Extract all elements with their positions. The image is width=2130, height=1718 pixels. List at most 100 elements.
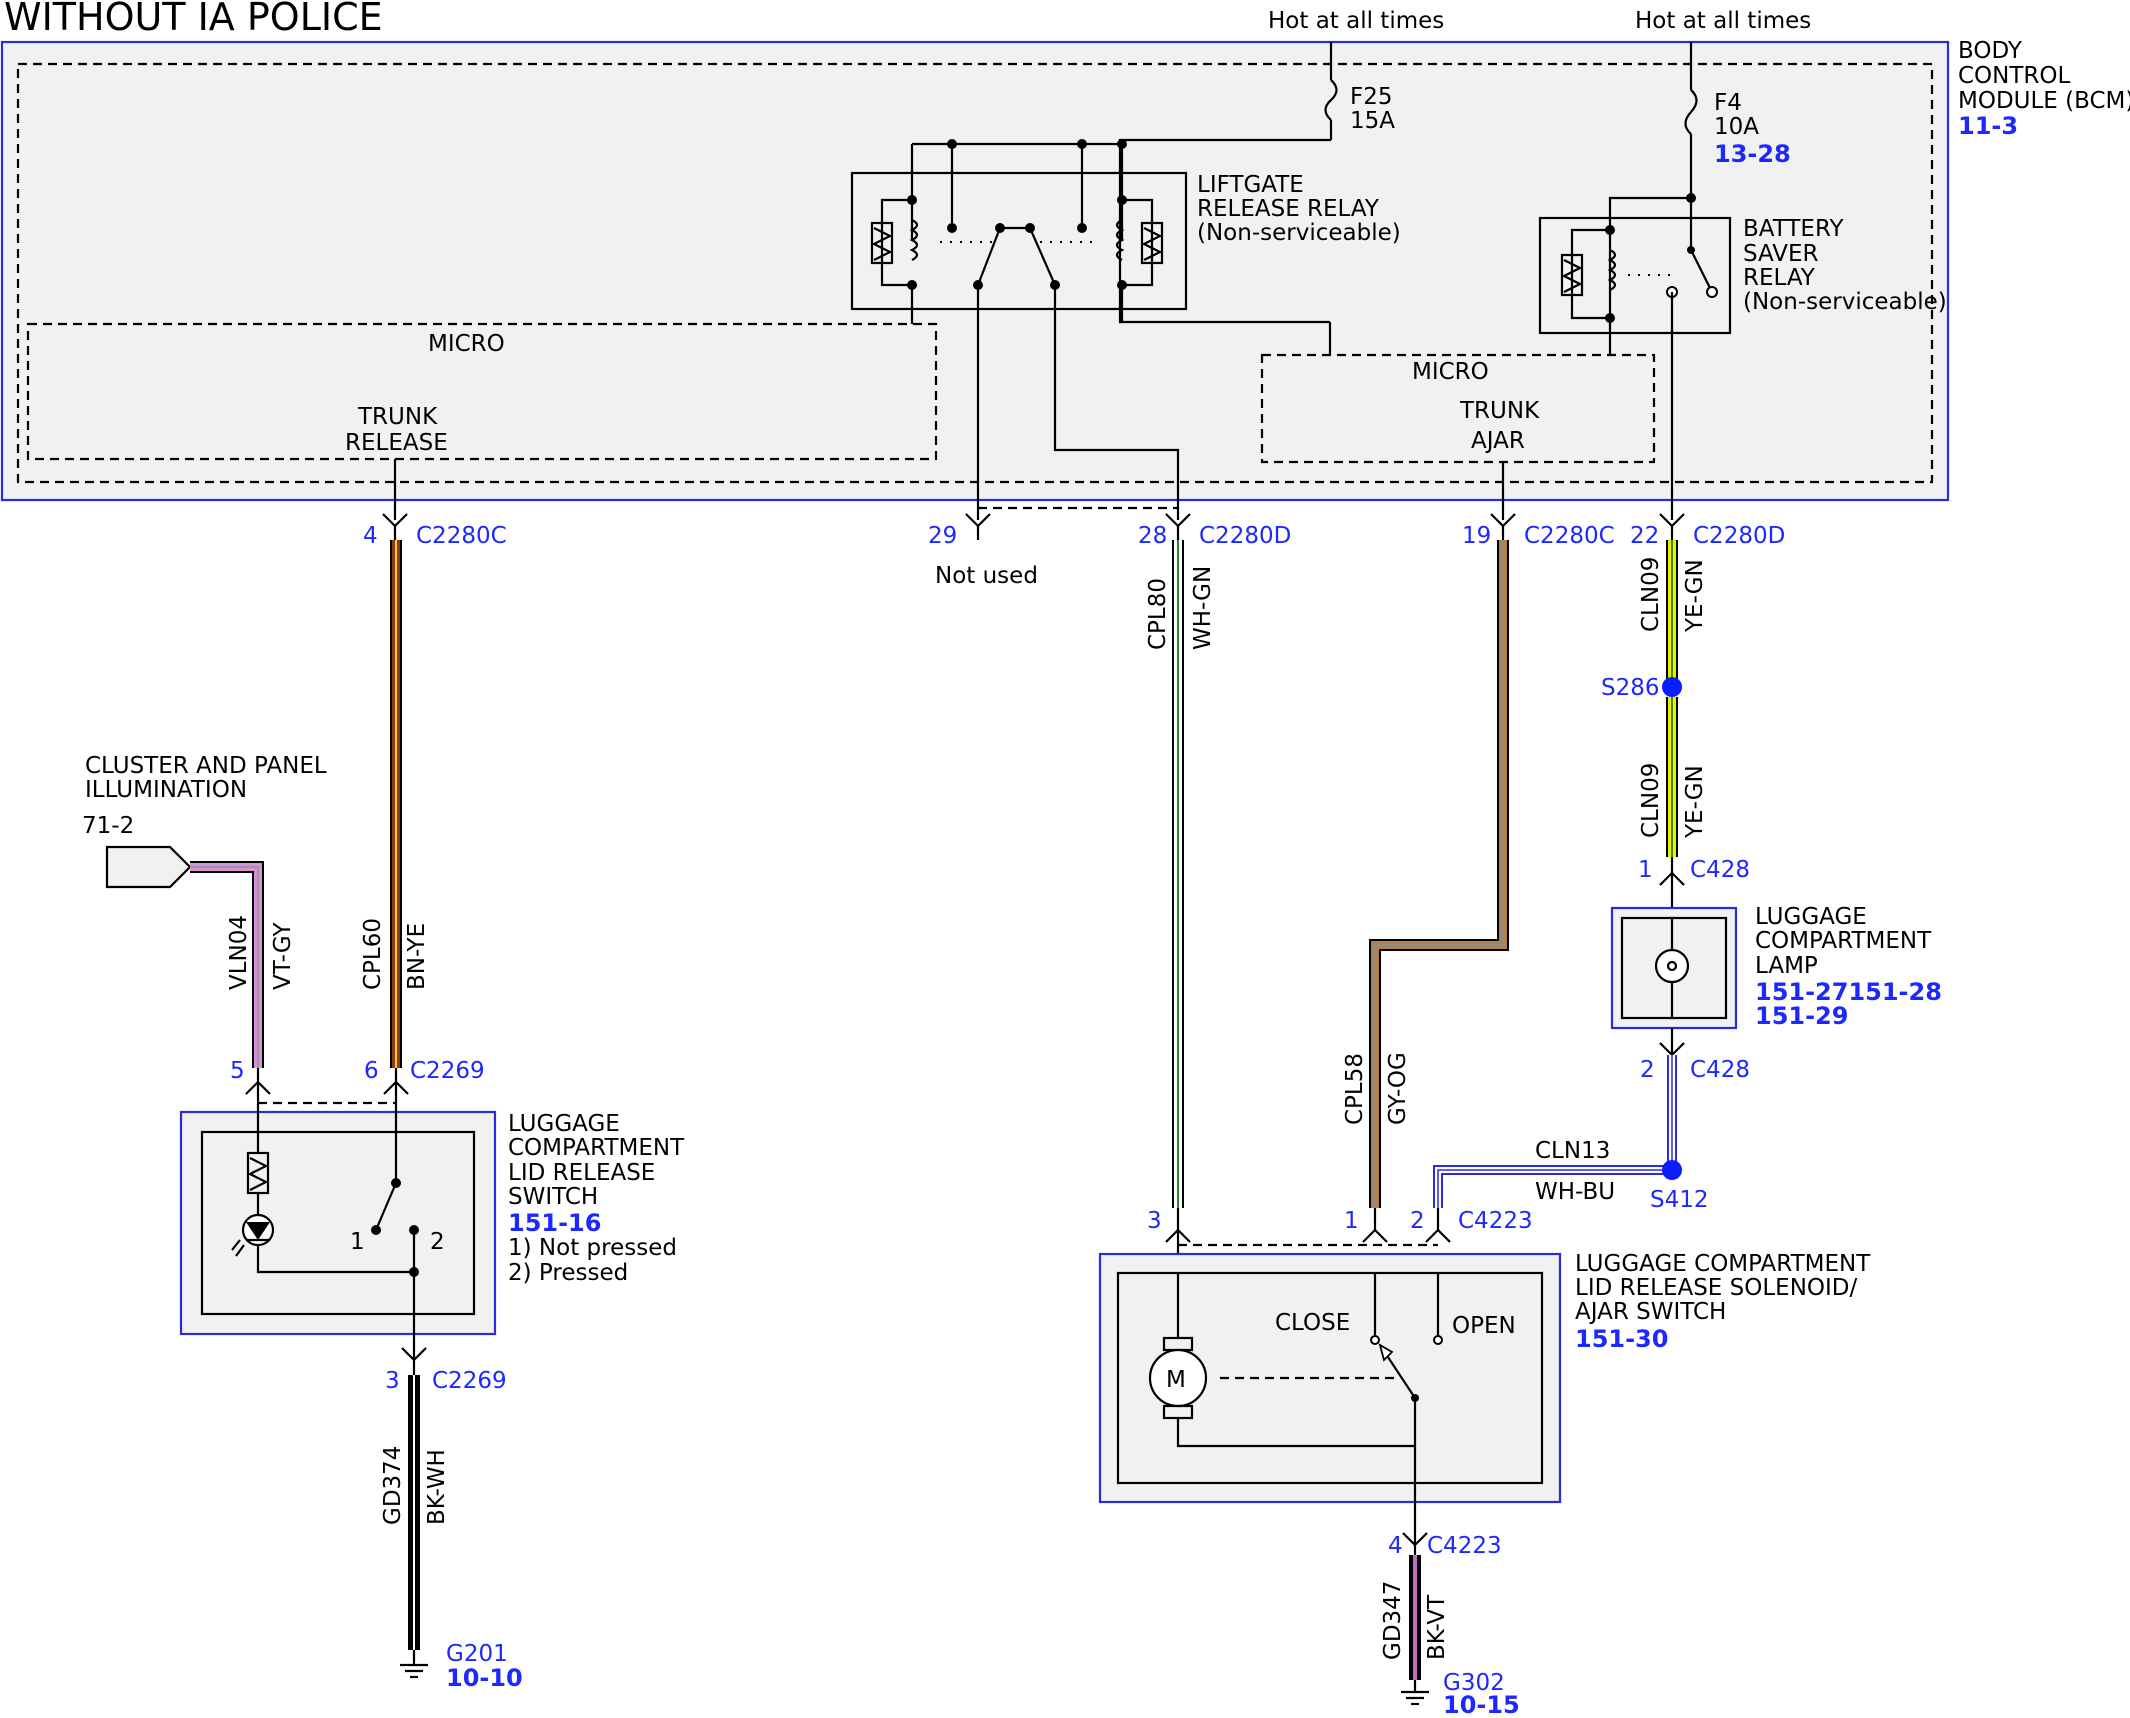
wire-cpl58-circuit: CPL58 bbox=[1342, 1053, 1368, 1125]
lid-switch-note-2: 2) Pressed bbox=[508, 1260, 628, 1286]
wire-cpl80-wh-gn bbox=[1172, 540, 1184, 1208]
ground-g302-label: G302 bbox=[1443, 1670, 1505, 1696]
ground-g201-symbol bbox=[400, 1650, 428, 1679]
wire-cpl60-circuit: CPL60 bbox=[360, 918, 386, 990]
micro-right-label: MICRO bbox=[1412, 359, 1489, 385]
pin-c428-2 bbox=[1659, 1028, 1685, 1057]
pin-c2280c-19 bbox=[1490, 513, 1516, 540]
liftgate-relay-label-1: LIFTGATE bbox=[1197, 172, 1304, 198]
pin-29-not-used: Not used bbox=[935, 563, 1038, 589]
wire-gd374-color: BK-WH bbox=[424, 1449, 450, 1525]
wire-cln09-lower-ye-gn bbox=[1666, 697, 1678, 857]
bcm-reference-link[interactable]: 11-3 bbox=[1958, 112, 2018, 140]
wire-cpl80-circuit: CPL80 bbox=[1145, 578, 1171, 650]
lamp-bulb-icon bbox=[1654, 948, 1690, 984]
lid-switch-label-2: COMPARTMENT bbox=[508, 1135, 685, 1161]
connector-c428-label-2: C428 bbox=[1690, 1057, 1750, 1083]
micro-left-block bbox=[26, 322, 938, 461]
wire-vln04-vt-gy bbox=[190, 861, 264, 1068]
bcm-label-line3: MODULE (BCM) bbox=[1958, 88, 2130, 114]
wire-cln13-color: WH-BU bbox=[1535, 1179, 1615, 1205]
fuse-f4-symbol bbox=[1684, 89, 1698, 198]
wire-cpl58-color: GY-OG bbox=[1385, 1052, 1411, 1125]
lid-switch-position-1: 1 bbox=[350, 1229, 365, 1255]
solenoid-close-label: CLOSE bbox=[1275, 1310, 1350, 1336]
wire-gd347-bk-vt bbox=[1409, 1555, 1421, 1680]
splice-s286 bbox=[1662, 677, 1682, 697]
wire-cln09-upper-ye-gn bbox=[1666, 540, 1678, 687]
connector-c428-label-1: C428 bbox=[1690, 857, 1750, 883]
wire-cln09-upper-circuit: CLN09 bbox=[1638, 557, 1664, 632]
pin-c2269-6 bbox=[383, 1068, 409, 1110]
ground-g302-reference-link[interactable]: 10-15 bbox=[1443, 1691, 1520, 1718]
lid-switch-position-2: 2 bbox=[430, 1229, 445, 1255]
fuse-f4-label: F4 bbox=[1714, 90, 1742, 116]
connector-c2280d-label-2: C2280D bbox=[1693, 523, 1785, 549]
pin-4-number: 4 bbox=[363, 523, 378, 549]
ground-g201-reference-link[interactable]: 10-10 bbox=[446, 1664, 523, 1692]
trunk-release-line2: RELEASE bbox=[345, 430, 448, 456]
hot-at-all-times-label-2: Hot at all times bbox=[1635, 8, 1811, 34]
liftgate-release-relay bbox=[850, 139, 1188, 311]
pin-22-number: 22 bbox=[1630, 523, 1659, 549]
cluster-reference: 71-2 bbox=[82, 813, 134, 839]
pin-c2280c-4 bbox=[382, 513, 408, 540]
pin-c4223-1 bbox=[1362, 1208, 1388, 1243]
micro-right-block bbox=[1260, 353, 1656, 464]
solenoid-label-2: LID RELEASE SOLENOID/ bbox=[1575, 1275, 1858, 1301]
trunk-release-line1: TRUNK bbox=[357, 404, 438, 430]
pin-29-number: 29 bbox=[928, 523, 957, 549]
connector-c4223-label-2: C4223 bbox=[1427, 1533, 1502, 1559]
pin-c2269-3-number: 3 bbox=[385, 1368, 400, 1394]
pin-c4223-1-number: 1 bbox=[1344, 1208, 1359, 1234]
wire-cpl80-color: WH-GN bbox=[1190, 566, 1216, 650]
lid-switch-label-4: SWITCH bbox=[508, 1184, 598, 1210]
solenoid-label-3: AJAR SWITCH bbox=[1575, 1299, 1726, 1325]
ground-g201-label: G201 bbox=[446, 1641, 508, 1667]
wire-vln04-color: VT-GY bbox=[270, 922, 296, 990]
pin-c2280d-22 bbox=[1659, 513, 1685, 540]
lamp-reference-link-2[interactable]: 151-29 bbox=[1755, 1002, 1848, 1030]
lid-switch-label-3: LID RELEASE bbox=[508, 1160, 655, 1186]
wire-cln09-lower-color: YE-GN bbox=[1682, 765, 1708, 839]
splice-s286-label: S286 bbox=[1601, 675, 1660, 701]
wire-gd374-bk-wh bbox=[408, 1375, 420, 1650]
lamp-label-1: LUGGAGE bbox=[1755, 904, 1867, 930]
wire-cln09-upper-color: YE-GN bbox=[1682, 559, 1708, 633]
pin-c2269-5 bbox=[245, 1068, 271, 1110]
wire-vln04-circuit: VLN04 bbox=[226, 915, 252, 990]
lamp-label-3: LAMP bbox=[1755, 953, 1818, 979]
pin-c428-1 bbox=[1659, 857, 1685, 908]
lid-switch-reference-link[interactable]: 151-16 bbox=[508, 1209, 601, 1237]
wire-cpl60-color: BN-YE bbox=[404, 923, 430, 990]
wire-cln09-lower-circuit: CLN09 bbox=[1638, 763, 1664, 838]
solenoid-reference-link[interactable]: 151-30 bbox=[1575, 1325, 1668, 1353]
battery-saver-label-1: BATTERY bbox=[1743, 216, 1844, 242]
lid-switch-label-1: LUGGAGE bbox=[508, 1111, 620, 1137]
pin-c4223-4-number: 4 bbox=[1388, 1533, 1403, 1559]
fuse-f4-amperage: 10A bbox=[1714, 114, 1759, 140]
pin-19-number: 19 bbox=[1462, 523, 1491, 549]
connector-c2280c-label-2: C2280C bbox=[1524, 523, 1615, 549]
battery-saver-label-3: RELAY bbox=[1743, 265, 1816, 291]
solenoid-motor-icon: M bbox=[1166, 1367, 1186, 1393]
fuse-f4-reference-link[interactable]: 13-28 bbox=[1714, 140, 1791, 168]
bcm-inner-boundary bbox=[16, 62, 1934, 484]
wire-cln13-circuit: CLN13 bbox=[1535, 1138, 1610, 1164]
battery-saver-label-2: SAVER bbox=[1743, 241, 1819, 267]
pin-c2269-6-number: 6 bbox=[364, 1058, 379, 1084]
wire-gd347-circuit: GD347 bbox=[1380, 1581, 1406, 1660]
bcm-label-line1: BODY bbox=[1958, 38, 2023, 64]
pin-c428-1-number: 1 bbox=[1638, 857, 1653, 883]
wire-cpl60-bn-ye bbox=[390, 540, 402, 1068]
pin-c2280c-29 bbox=[965, 513, 991, 540]
lamp-reference-link-1[interactable]: 151-27151-28 bbox=[1755, 978, 1942, 1006]
bcm-outline bbox=[0, 40, 1950, 502]
wire-gd374-circuit: GD374 bbox=[380, 1446, 406, 1525]
lamp-inner-box bbox=[1620, 916, 1728, 1020]
hot-at-all-times-label-1: Hot at all times bbox=[1268, 8, 1444, 34]
cluster-label-1: CLUSTER AND PANEL bbox=[85, 753, 327, 779]
battery-saver-relay bbox=[1538, 193, 1732, 355]
solenoid-label-1: LUGGAGE COMPARTMENT bbox=[1575, 1251, 1871, 1277]
lid-switch-note-1: 1) Not pressed bbox=[508, 1235, 677, 1261]
